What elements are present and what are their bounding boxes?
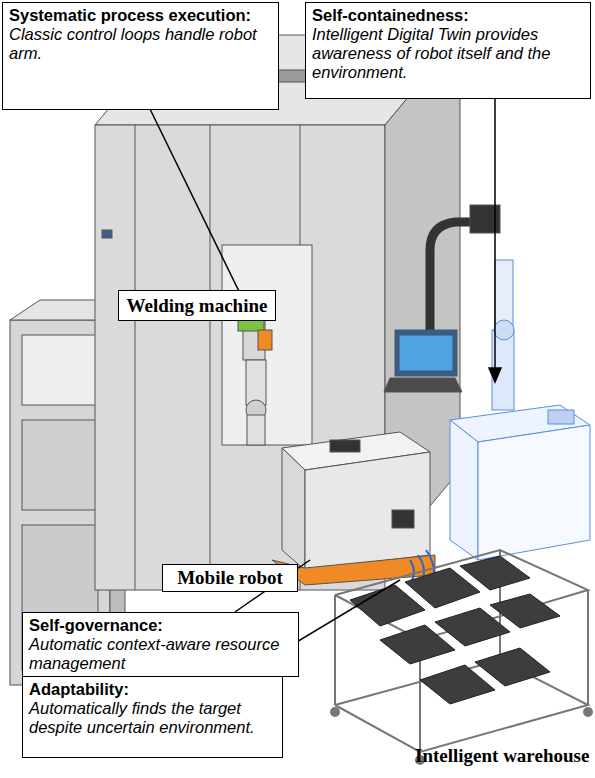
callout-box: Systematic process execution:Classic con… xyxy=(2,2,279,110)
callout-heading: Adaptability: xyxy=(29,680,276,699)
part-label-box: Welding machine xyxy=(118,290,276,321)
callout-body: Intelligent Digital Twin provides awaren… xyxy=(312,25,584,82)
monitor xyxy=(384,205,500,392)
callout-body: Classic control loops handle robot arm. xyxy=(9,25,272,63)
callout-heading: Systematic process execution: xyxy=(9,6,272,25)
part-name: Welding machine xyxy=(127,295,268,317)
digital-twin xyxy=(450,260,590,560)
robot-arm xyxy=(238,300,272,445)
part-name: Intelligent warehouse xyxy=(415,745,589,767)
callout-box: Self-governance:Automatic context-aware … xyxy=(22,612,299,677)
callout-body: Automatic context-aware resource managem… xyxy=(29,635,292,673)
callout-box: Adaptability:Automatically finds the tar… xyxy=(22,676,283,758)
part-name: Mobile robot xyxy=(177,567,283,589)
warehouse-rack xyxy=(331,550,592,764)
leader-lines xyxy=(150,98,501,676)
part-label-box: Mobile robot xyxy=(162,564,298,592)
welding-machine xyxy=(95,35,460,590)
callout-box: Self-containedness:Intelligent Digital T… xyxy=(305,2,591,99)
callout-heading: Self-governance: xyxy=(29,616,292,635)
callout-heading: Self-containedness: xyxy=(312,6,584,25)
callout-body: Automatically finds the target despite u… xyxy=(29,699,276,737)
mobile-robot xyxy=(272,432,435,585)
